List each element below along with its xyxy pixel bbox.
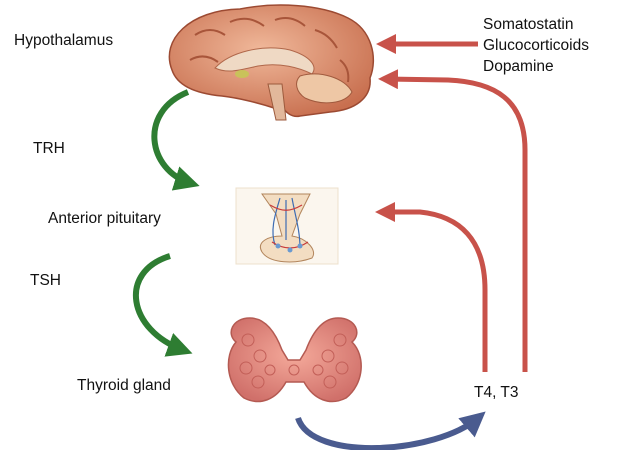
pituitary-icon xyxy=(236,188,338,264)
brain-icon xyxy=(169,5,373,120)
inhibitor-dopamine: Dopamine xyxy=(483,56,589,77)
trh-arrow xyxy=(154,92,190,183)
inhibitor-glucocorticoids: Glucocorticoids xyxy=(483,35,589,56)
tsh-arrow xyxy=(136,256,183,350)
tsh-label: TSH xyxy=(30,272,61,290)
trh-label: TRH xyxy=(33,140,65,158)
t4-t3-label: T4, T3 xyxy=(474,384,519,402)
inhibitor-somatostatin: Somatostatin xyxy=(483,14,589,35)
secretion-arrow xyxy=(298,418,478,448)
feedback-arrow-pituitary xyxy=(383,212,485,372)
anterior-pituitary-label: Anterior pituitary xyxy=(48,210,161,228)
thyroid-gland-label: Thyroid gland xyxy=(77,377,171,395)
thyroid-icon xyxy=(228,318,361,401)
inhibitor-list: Somatostatin Glucocorticoids Dopamine xyxy=(483,14,589,77)
hypothalamus-label: Hypothalamus xyxy=(14,32,113,50)
